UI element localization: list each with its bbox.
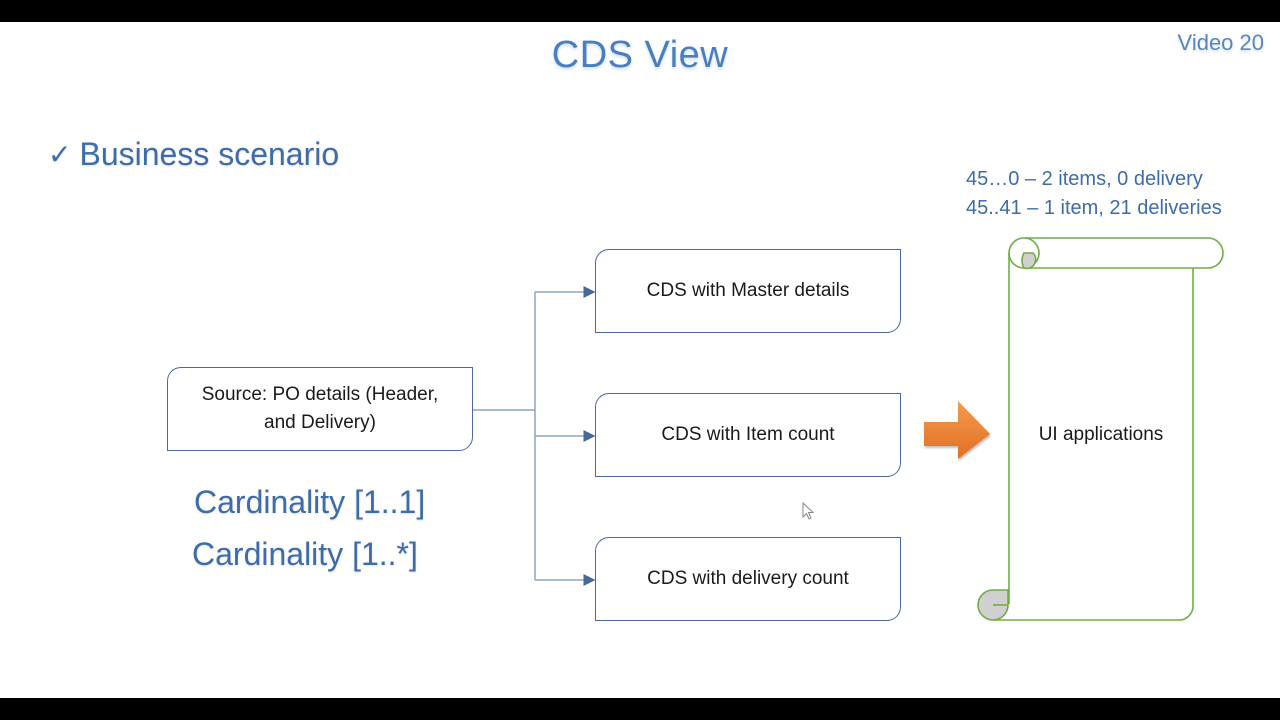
bullet-business-scenario: ✓ Business scenario bbox=[48, 136, 339, 173]
note-line-2: 45..41 – 1 item, 21 deliveries bbox=[966, 197, 1222, 219]
cardinality-one-to-many: Cardinality [1..*] bbox=[192, 536, 418, 572]
check-icon: ✓ bbox=[48, 139, 72, 170]
slide-title: CDS View bbox=[551, 34, 729, 76]
mouse-pointer-icon bbox=[802, 502, 815, 520]
cds-delivery-count-label: CDS with delivery count bbox=[647, 567, 849, 589]
ui-applications-label: UI applications bbox=[1038, 424, 1164, 445]
note-line-1: 45…0 – 2 items, 0 delivery bbox=[966, 168, 1203, 190]
cds-master-details-label: CDS with Master details bbox=[646, 279, 850, 301]
orange-right-arrow-icon bbox=[924, 401, 990, 459]
source-po-details-box: Source: PO details (Header, and Delivery… bbox=[167, 367, 473, 451]
slide: CDS View Video 20 ✓ Business scenario 45… bbox=[0, 22, 1280, 698]
bullet-text: Business scenario bbox=[79, 136, 340, 172]
cds-master-details-box: CDS with Master details bbox=[595, 249, 901, 333]
source-box-line-1: Source: PO details (Header, bbox=[201, 383, 439, 405]
cardinality-one-to-one: Cardinality [1..1] bbox=[194, 484, 426, 520]
cds-item-count-box: CDS with Item count bbox=[595, 393, 901, 477]
cds-item-count-label: CDS with Item count bbox=[661, 423, 835, 445]
cds-delivery-count-box: CDS with delivery count bbox=[595, 537, 901, 621]
video-label: Video 20 bbox=[1177, 30, 1264, 55]
source-box-line-2: and Delivery) bbox=[264, 412, 376, 433]
